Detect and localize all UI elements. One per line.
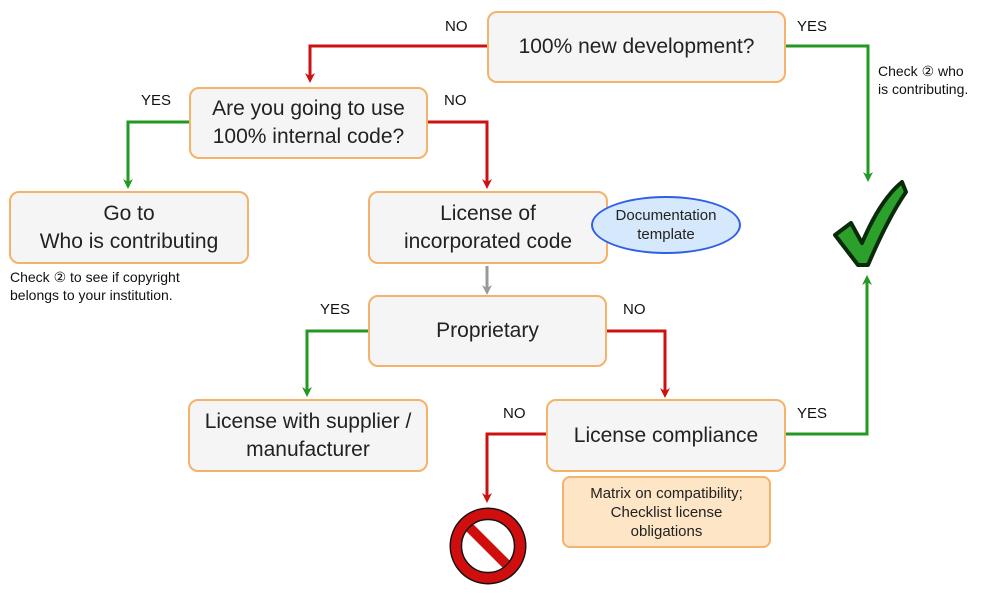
label-newdev-yes: YES	[797, 18, 828, 35]
node-goto-line2: Who is contributing	[39, 229, 219, 253]
label-internal-yes: YES	[141, 92, 172, 109]
label-proprietary-no: NO	[623, 301, 646, 318]
node-go-to-who-is-contributing: Go to Who is contributing	[9, 191, 249, 264]
arrow-compliance-yes	[786, 275, 872, 436]
note-check-copyright: Check ② to see if copyright belongs to y…	[10, 268, 180, 304]
arrow-newdev-no	[305, 44, 487, 83]
doc-template-line2: template	[637, 226, 695, 243]
node-compliance-text: License compliance	[573, 423, 759, 447]
node-supplier-line2: manufacturer	[246, 437, 370, 461]
node-license-incorporated: License of incorporated code	[368, 191, 608, 264]
doc-template-line1: Documentation	[615, 207, 717, 224]
arrow-proprietary-yes	[302, 329, 369, 397]
node-license-inc-line2: incorporated code	[403, 229, 573, 253]
node-license-inc-line1: License of	[440, 201, 536, 225]
prohibited-icon	[449, 507, 527, 585]
matrix-line2: Checklist license	[610, 503, 723, 521]
note-check-who-line1: Check ② who	[878, 63, 964, 79]
note-check-who-line2: is contributing.	[878, 81, 969, 97]
node-goto-line1: Go to	[103, 201, 155, 225]
node-proprietary: Proprietary	[368, 295, 607, 367]
label-compliance-no: NO	[503, 405, 526, 422]
arrow-proprietary-no	[607, 329, 670, 398]
arrow-internal-yes	[123, 120, 190, 189]
node-new-development: 100% new development?	[487, 11, 786, 83]
label-newdev-no: NO	[445, 18, 468, 35]
node-license-supplier: License with supplier / manufacturer	[188, 399, 428, 472]
node-internal-code: Are you going to use 100% internal code?	[189, 87, 428, 159]
node-internal-code-line2: 100% internal code?	[212, 125, 405, 148]
note-check-copyright-line1: Check ② to see if copyright	[10, 269, 180, 285]
label-compliance-yes: YES	[797, 405, 828, 422]
node-new-development-text: 100% new development?	[518, 35, 755, 58]
node-supplier-line1: License with supplier /	[204, 409, 412, 433]
green-check-icon	[833, 180, 908, 267]
matrix-line1: Matrix on compatibility;	[590, 484, 743, 502]
matrix-checklist-box: Matrix on compatibility; Checklist licen…	[562, 476, 771, 548]
node-internal-code-line1: Are you going to use	[212, 97, 405, 120]
arrow-newdev-yes	[786, 44, 873, 182]
node-license-compliance: License compliance	[546, 399, 786, 472]
arrow-internal-no	[428, 120, 492, 189]
label-internal-no: NO	[444, 92, 467, 109]
note-check-who: Check ② who is contributing.	[878, 62, 968, 98]
node-proprietary-text: Proprietary	[436, 319, 539, 342]
note-check-copyright-line2: belongs to your institution.	[10, 287, 173, 303]
documentation-template-ellipse: Documentation template	[591, 196, 741, 254]
label-proprietary-yes: YES	[320, 301, 351, 318]
matrix-line3: obligations	[630, 522, 703, 540]
arrow-compliance-no	[482, 432, 546, 503]
